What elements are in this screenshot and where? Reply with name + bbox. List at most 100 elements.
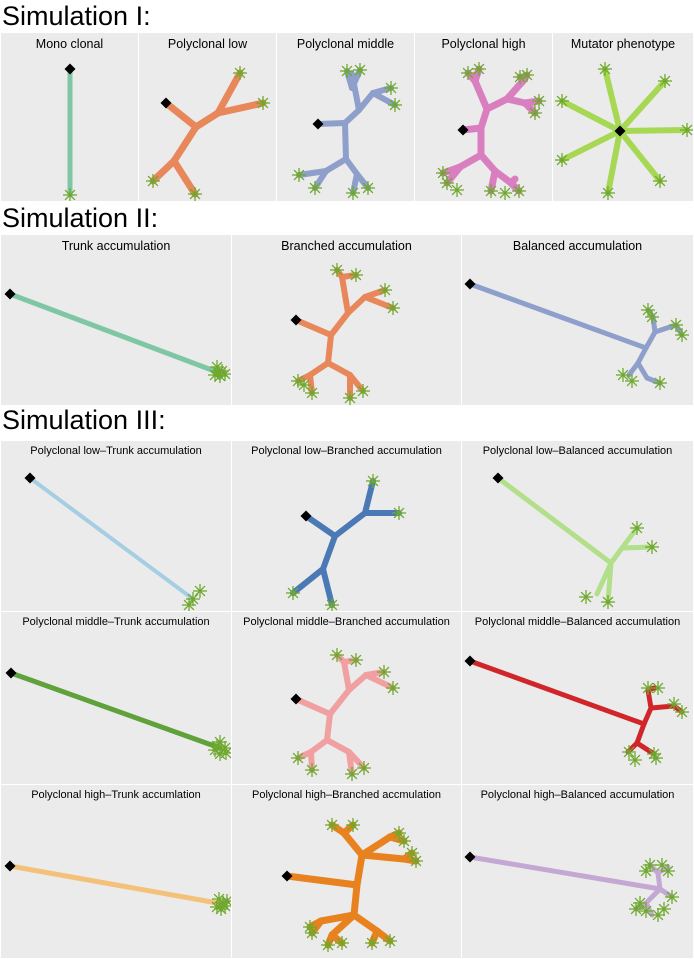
leaf-asterisk-icon [345, 767, 359, 781]
leaf-asterisk-icon [622, 745, 636, 759]
tree-branch [643, 900, 655, 918]
root-diamond-icon [160, 97, 172, 109]
tree-branch [324, 737, 352, 755]
panel-balanced-accumulation: Balanced accumulation [462, 235, 693, 405]
tree-branch [605, 128, 623, 196]
tree-branch [340, 829, 366, 859]
tree-branch [362, 294, 396, 311]
tree-branch [617, 78, 668, 134]
leaf-asterisk-icon [628, 753, 642, 767]
leaf-asterisk-icon [436, 166, 450, 180]
tree-branch [293, 696, 333, 717]
leaf-asterisk-icon [669, 318, 683, 332]
leaf-asterisk-icon [186, 592, 200, 606]
panel-title: Polyclonal middle–Trunk accumulation [22, 616, 210, 628]
leaf-asterisk-icon [450, 183, 464, 197]
leaf-asterisk-icon [349, 653, 363, 667]
tree-branch [353, 851, 366, 889]
tree-ph-balanced [464, 851, 679, 922]
tree-branch [350, 911, 381, 935]
leaf-asterisk-icon [520, 68, 534, 82]
tree-branch [328, 310, 351, 338]
tree-pl-trunk [24, 472, 207, 611]
tree-pl-balanced [492, 472, 659, 609]
leaf-asterisk-icon [377, 665, 391, 679]
tree-branch [332, 510, 368, 539]
leaf-asterisk-icon [643, 858, 657, 872]
leaf-asterisk-icon [384, 81, 398, 95]
leaf-asterisk-icon [63, 188, 77, 201]
leaf-asterisk-icon [297, 378, 311, 392]
tree-branch [634, 740, 657, 757]
tree-branch [192, 109, 222, 131]
leaf-asterisk-icon [325, 818, 339, 832]
panel-title: Polyclonal middle–Balanced accumulation [474, 616, 681, 628]
leaf-asterisk-icon [392, 826, 406, 840]
tree-branch [296, 168, 329, 178]
tree-branch [635, 360, 650, 381]
leaf-asterisk-icon [286, 586, 300, 600]
tree-branch [162, 99, 200, 131]
leaf-asterisk-icon [598, 62, 612, 76]
panel-pl-branched: Polyclonal low–Branched accumulation [232, 441, 461, 611]
tree-branch [559, 128, 623, 163]
tree-trunk-accumulation [4, 288, 231, 383]
leaf-asterisk-icon [308, 181, 322, 195]
leaf-asterisk-icon [409, 854, 423, 868]
tree-branch [386, 833, 408, 845]
leaf-asterisk-icon [579, 590, 593, 604]
tree-branch [467, 854, 663, 892]
leaf-asterisk-icon [680, 123, 693, 137]
leaf-asterisk-icon [210, 739, 224, 753]
root-diamond-icon [4, 860, 16, 872]
tree-pm-branched [290, 648, 400, 781]
leaf-asterisk-icon [220, 894, 231, 908]
root-diamond-icon [614, 125, 626, 137]
tree-branch [477, 151, 499, 175]
leaf-asterisk-icon [291, 751, 305, 765]
tree-branch [635, 345, 649, 366]
tree-branch [634, 721, 647, 746]
root-diamond-icon [290, 693, 302, 705]
tree-branch [7, 863, 226, 907]
tree-branch [328, 911, 358, 939]
leaf-asterisk-icon [219, 746, 231, 760]
leaf-asterisk-icon [633, 896, 647, 910]
leaf-asterisk-icon [472, 62, 486, 76]
tree-branch [8, 670, 223, 751]
tree-branch [559, 98, 623, 134]
tree-branch [363, 672, 396, 691]
leaf-asterisk-icon [305, 926, 319, 940]
tree-polyclonal-middle [292, 63, 402, 200]
leaf-asterisk-icon [653, 376, 667, 390]
tree-branch [358, 851, 408, 863]
leaf-asterisk-icon [528, 106, 542, 120]
panel-pm-trunk: Polyclonal middle–Trunk accumulation [1, 612, 231, 784]
tree-branch [214, 99, 267, 117]
leaf-asterisk-icon [555, 94, 569, 108]
tree-branch [293, 317, 334, 338]
tree-branch [28, 476, 195, 601]
tree-branch [471, 77, 491, 113]
panel-branched-accumulation: Branched accumulation [232, 235, 461, 405]
leaf-asterisk-icon [321, 938, 335, 952]
tree-branch [495, 475, 614, 566]
tree-branch [467, 658, 647, 727]
panel-title: Polyclonal low–Trunk accumulation [30, 445, 202, 457]
section-title-simulation-3: Simulation III: [2, 405, 166, 435]
leaf-asterisk-icon [616, 368, 630, 382]
panel-title: Polyclonal high [441, 37, 526, 51]
leaf-asterisk-icon [498, 186, 512, 200]
leaf-asterisk-icon [601, 186, 615, 200]
tree-branch [648, 703, 677, 711]
panel-title: Polyclonal low–Branched accumulation [251, 445, 442, 457]
leaf-asterisk-icon [211, 365, 225, 379]
leaf-asterisk-icon [641, 303, 655, 317]
tree-branch [170, 123, 200, 165]
tree-branch [643, 329, 658, 351]
tree-branch [7, 291, 220, 375]
leaf-asterisk-icon [346, 818, 360, 832]
section-title-simulation-1: Simulation I: [2, 1, 151, 31]
panel-ph-trunk: Polyclonal high–Trunk accumlation [1, 785, 231, 958]
tree-branch [617, 127, 690, 134]
